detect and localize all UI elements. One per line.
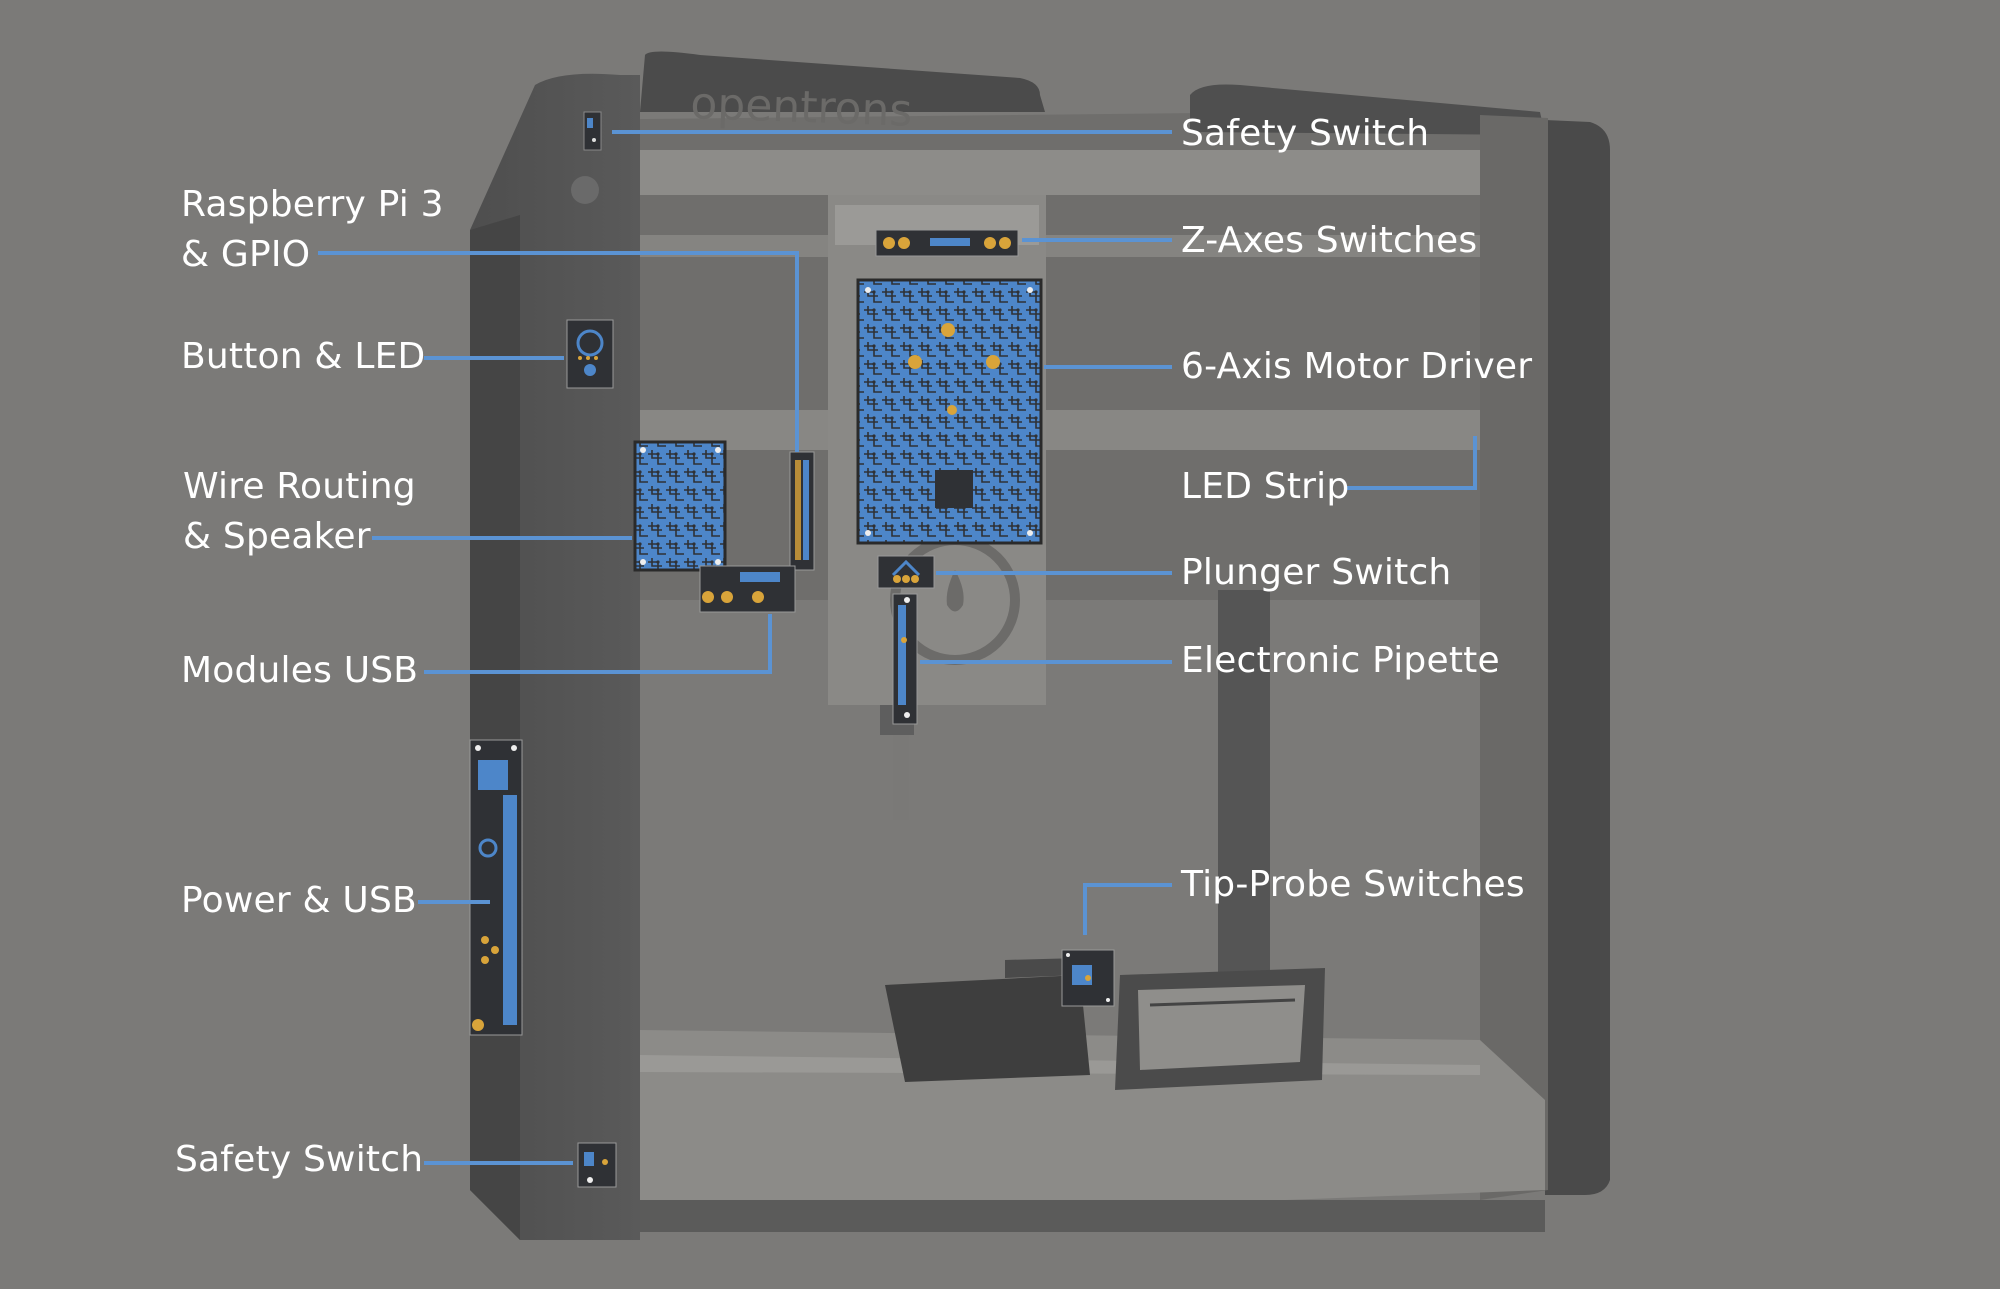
electronic-pipette-board — [892, 593, 918, 725]
pcb-boards — [469, 111, 1115, 1188]
label-raspberry-pi-line-1: Raspberry Pi 3 — [181, 184, 444, 225]
label-wire-routing-line-2: & Speaker — [183, 516, 371, 557]
label-led-strip: LED Strip — [1181, 466, 1350, 507]
leader-lines — [318, 130, 1477, 1165]
safety-switch-top-board — [583, 111, 602, 151]
label-tip-probe-switches: Tip-Probe Switches — [1181, 864, 1525, 905]
z-axes-switches-board — [875, 229, 1019, 257]
label-safety-switch-bottom: Safety Switch — [175, 1139, 424, 1180]
leader-modules-usb — [424, 614, 772, 674]
label-power-usb: Power & USB — [181, 880, 417, 921]
leader-led-strip — [1344, 436, 1477, 490]
plunger-switch-board — [877, 555, 935, 589]
leader-tip-probe-switches — [1083, 883, 1172, 935]
label-modules-usb: Modules USB — [181, 650, 419, 691]
label-raspberry-pi: Raspberry Pi 3 & GPIO — [181, 180, 444, 280]
button-led-board — [566, 319, 614, 389]
label-button-led: Button & LED — [181, 336, 426, 377]
label-plunger-switch: Plunger Switch — [1181, 552, 1452, 593]
modules-usb-board — [699, 565, 796, 613]
label-wire-routing-line-1: Wire Routing — [183, 466, 416, 507]
tip-probe-switches-board — [1061, 949, 1115, 1007]
label-6-axis-motor-driver: 6-Axis Motor Driver — [1181, 346, 1533, 387]
label-safety-switch-top: Safety Switch — [1181, 113, 1430, 154]
raspberry-pi-gpio-board — [789, 451, 815, 571]
safety-switch-bottom-board — [577, 1142, 617, 1188]
power-usb-board — [469, 739, 523, 1036]
leader-raspberry-pi — [318, 251, 799, 452]
label-electronic-pipette: Electronic Pipette — [1181, 640, 1500, 681]
brand-text: opentrons — [690, 78, 914, 137]
motor-driver-board — [856, 278, 1043, 545]
label-raspberry-pi-line-2: & GPIO — [181, 234, 311, 275]
wire-routing-board — [633, 440, 727, 572]
label-z-axes-switches: Z-Axes Switches — [1181, 220, 1478, 261]
label-wire-routing-speaker: Wire Routing & Speaker — [183, 462, 416, 562]
